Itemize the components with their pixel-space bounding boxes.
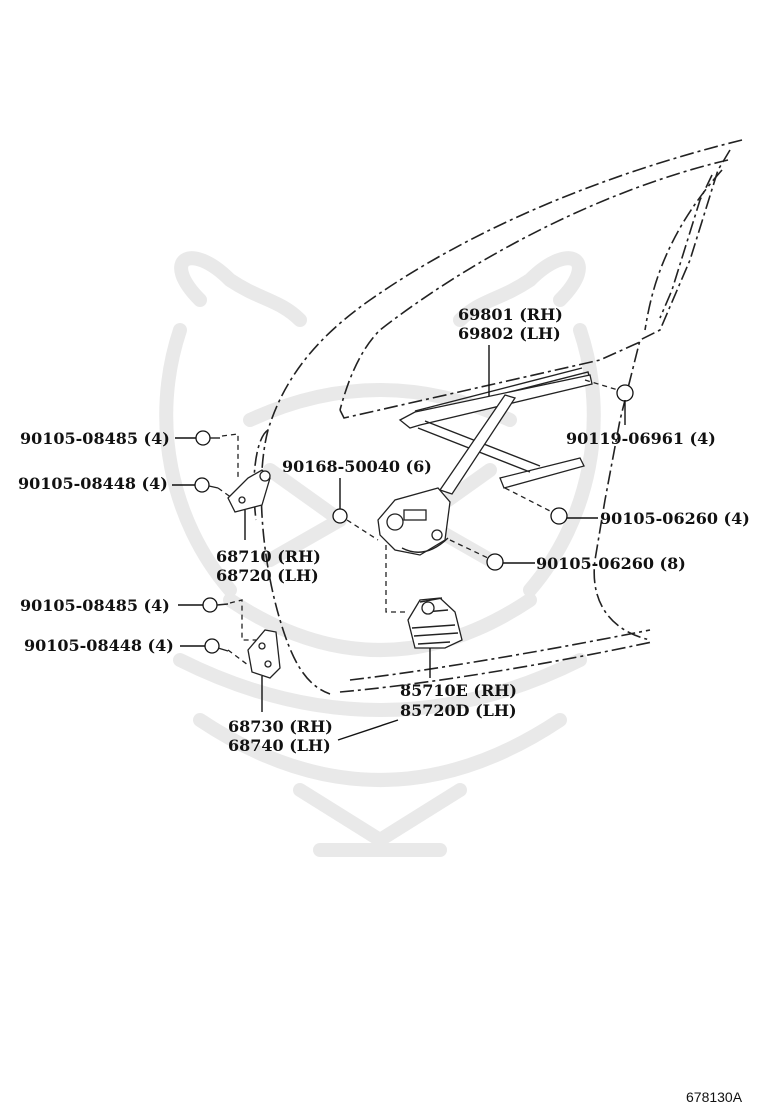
label-85710e: 85710E (RH) xyxy=(400,681,517,700)
leader-lines xyxy=(172,345,626,741)
upper-hinge[interactable] xyxy=(227,469,271,513)
bolt-90105-06260-4 xyxy=(550,507,568,525)
bolt-90105-08485-bot xyxy=(202,597,229,613)
bolt-90105-08448-bot xyxy=(204,638,229,654)
label-90105-08485-top: 90105-08485 (4) xyxy=(20,429,170,448)
lower-hinge[interactable] xyxy=(247,629,281,679)
label-85720d: 85720D (LH) xyxy=(400,701,517,720)
label-68730: 68730 (RH) xyxy=(228,717,333,736)
window-regulator[interactable] xyxy=(377,374,593,556)
door-outline xyxy=(253,139,743,695)
label-69802: 69802 (LH) xyxy=(458,324,561,343)
label-68740: 68740 (LH) xyxy=(228,736,331,755)
label-69801: 69801 (RH) xyxy=(458,305,563,324)
bolt-90105-08448-top xyxy=(194,477,219,493)
bolt-90119 xyxy=(616,384,634,402)
label-90105-06260-4: 90105-06260 (4) xyxy=(600,509,750,528)
label-90105-06260-8: 90105-06260 (8) xyxy=(536,554,686,573)
label-90105-08448-bot: 90105-08448 (4) xyxy=(24,636,174,655)
regulator-motor[interactable] xyxy=(407,597,463,649)
bolt-90105-06260-8 xyxy=(486,553,504,571)
label-68710: 68710 (RH) xyxy=(216,547,321,566)
drawing-code: 678130A xyxy=(686,1089,743,1105)
bolts[interactable] xyxy=(194,384,634,654)
label-90119-06961: 90119-06961 (4) xyxy=(566,429,716,448)
part-labels: 69801 (RH) 69802 (LH) 90119-06961 (4) 90… xyxy=(18,305,750,755)
bolt-90168 xyxy=(332,508,348,524)
label-90168-50040: 90168-50040 (6) xyxy=(282,457,432,476)
label-68720: 68720 (LH) xyxy=(216,566,319,585)
label-90105-08485-bot: 90105-08485 (4) xyxy=(20,596,170,615)
label-90105-08448-top: 90105-08448 (4) xyxy=(18,474,168,493)
dashed-connectors xyxy=(217,379,619,666)
bolt-90105-08485-top xyxy=(195,430,220,446)
